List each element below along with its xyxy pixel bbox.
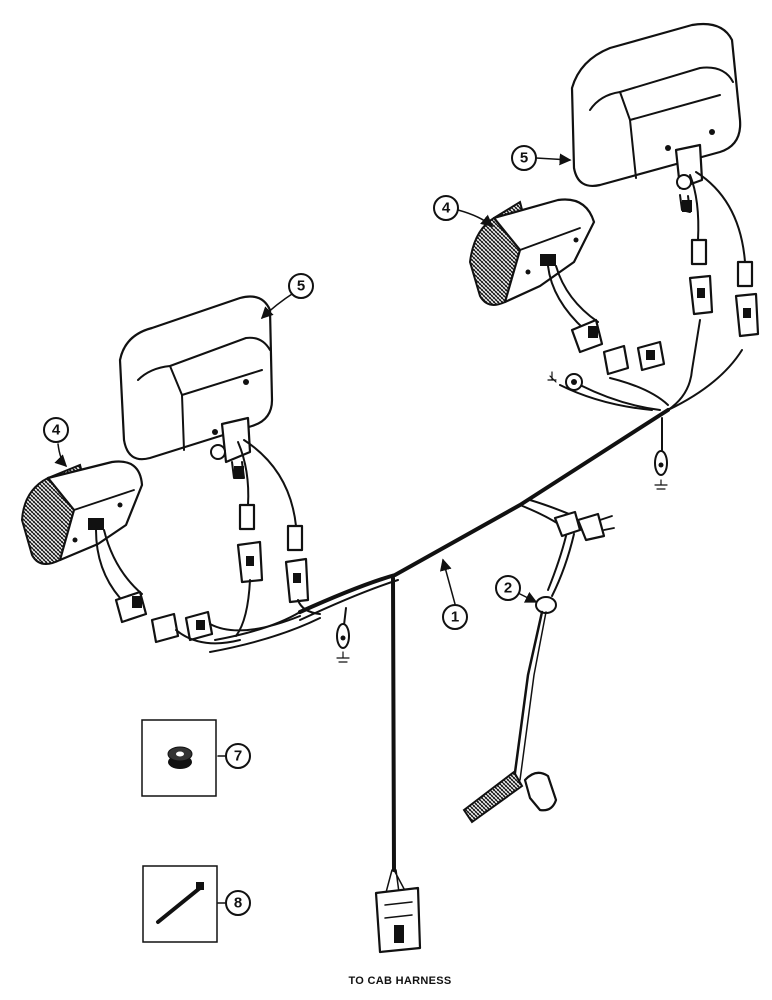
small-lamp-right: [468, 198, 666, 376]
main-harness: [209, 319, 743, 653]
callout-2: 2: [495, 575, 521, 601]
ground-terminal-right-upper: [547, 371, 661, 411]
grommet-box: [141, 719, 217, 797]
cab-harness-caption: TO CAB HARNESS: [348, 975, 451, 987]
callout-4-right: 4: [433, 195, 459, 221]
callout-label: 5: [520, 150, 528, 167]
callout-label: 8: [234, 895, 242, 912]
callout-label: 4: [52, 422, 61, 439]
callout-8: 8: [225, 890, 251, 916]
small-lamp-left: [20, 460, 301, 645]
ground-terminal-right-lower: [654, 417, 668, 490]
cab-harness-drop: [374, 576, 422, 954]
callout-4-left: 4: [43, 417, 69, 443]
switch-assembly: [462, 499, 615, 824]
callout-5-left: 5: [288, 273, 314, 299]
callout-label: 5: [297, 278, 305, 295]
ground-terminal-left: [336, 607, 350, 663]
callout-label: 1: [451, 609, 459, 626]
callout-1: 1: [442, 604, 468, 630]
callout-label: 4: [442, 200, 451, 217]
callout-5-right: 5: [511, 145, 537, 171]
callout-label: 2: [504, 580, 512, 597]
large-lamp-left: [118, 295, 321, 637]
cab-connector: [374, 886, 422, 954]
cable-tie-box: [142, 865, 218, 943]
callout-label: 7: [234, 748, 242, 765]
callout-7: 7: [225, 743, 251, 769]
large-lamp-right: [570, 22, 760, 338]
